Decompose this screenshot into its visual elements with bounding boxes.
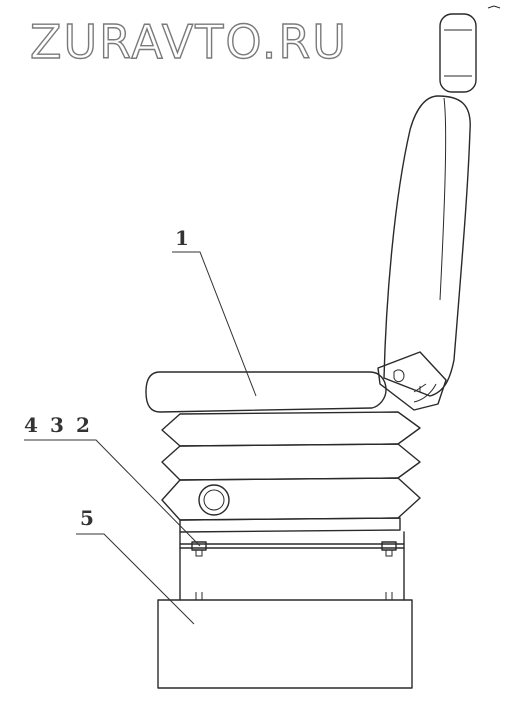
backrest xyxy=(383,95,471,397)
callout-label-4: 4 xyxy=(24,413,38,437)
callout-4-3-2: 4 3 2 xyxy=(24,413,201,547)
headrest xyxy=(439,13,477,93)
callout-label-3: 3 xyxy=(50,413,64,437)
seat-cushion xyxy=(145,371,387,413)
seat-base xyxy=(157,599,413,689)
callout-label-5: 5 xyxy=(80,506,94,530)
weight-adjust-knob xyxy=(198,484,230,516)
callout-label-2: 2 xyxy=(76,413,90,437)
recline-adjuster xyxy=(377,351,447,411)
watermark-text: ZURAVTO.RU xyxy=(30,15,348,69)
callout-label-1: 1 xyxy=(175,226,189,250)
suspension-bellows xyxy=(161,411,421,533)
callout-1: 1 xyxy=(172,226,257,397)
callout-5: 5 xyxy=(76,506,195,625)
mounting-plate xyxy=(179,531,405,601)
corner-mark xyxy=(487,5,501,9)
